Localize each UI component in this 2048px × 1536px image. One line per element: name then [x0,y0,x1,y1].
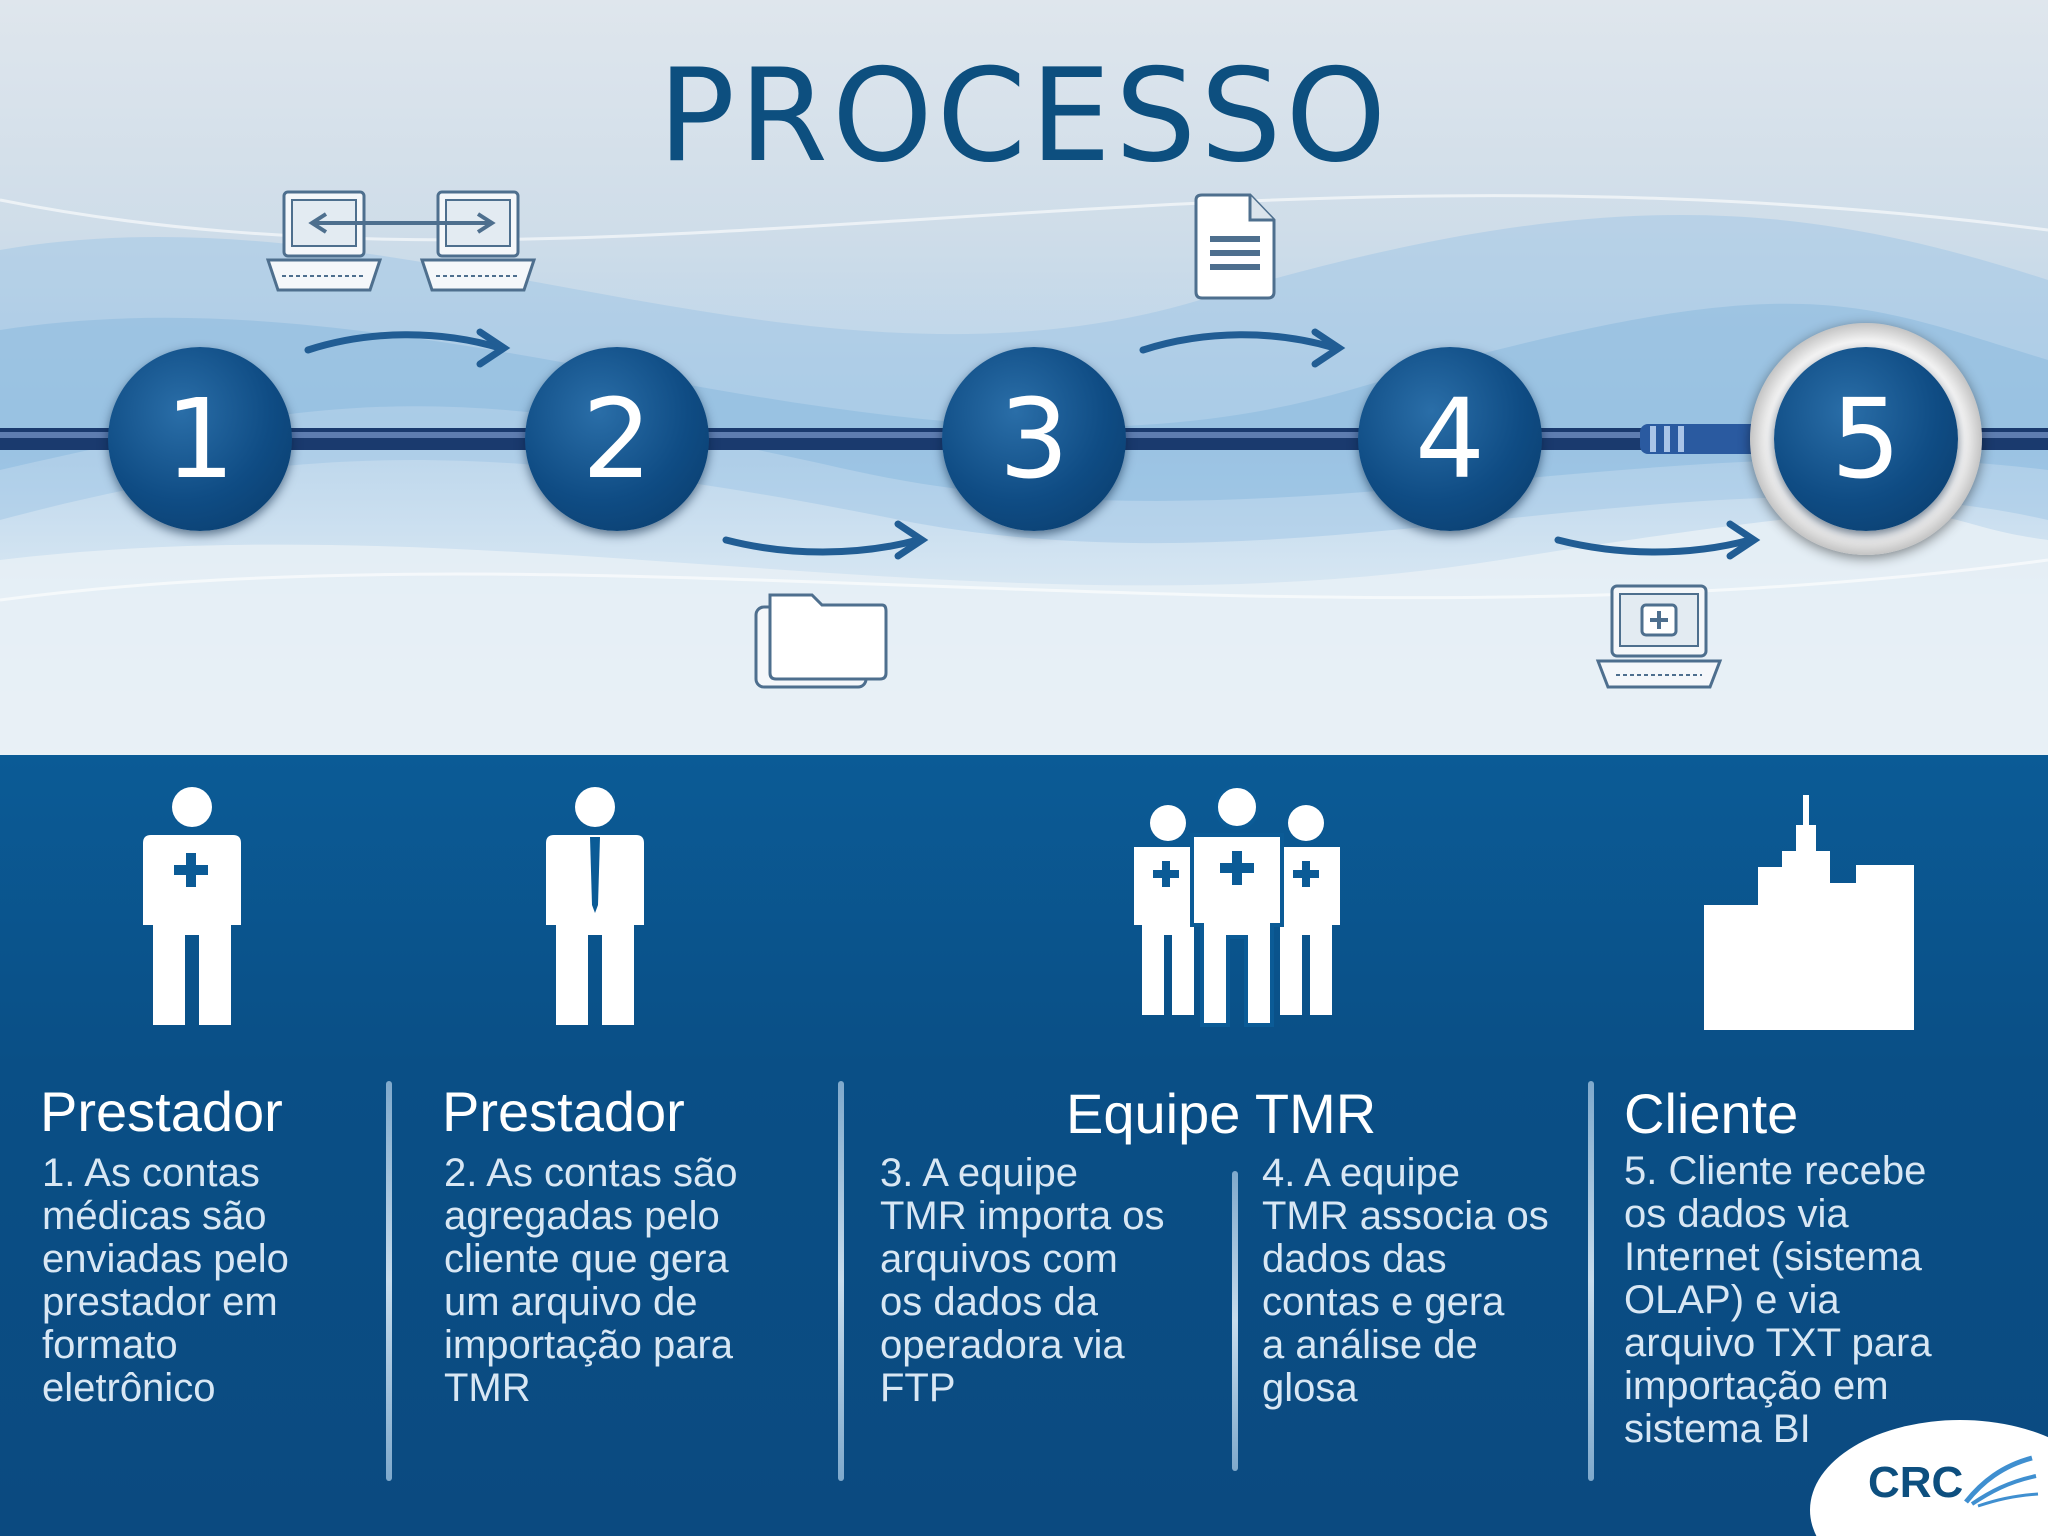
computers-exchange-icon [265,190,537,292]
column-3-heading: Equipe TMR [1066,1082,1377,1145]
column-1-description: 1. As contas médicas são enviadas pelo p… [42,1151,289,1410]
logo-swoosh-icon [1964,1455,2039,1508]
logo-text: CRC [1868,1458,1964,1507]
column-divider-4 [1588,1081,1594,1481]
arrow-1-2-icon [304,328,511,368]
column-divider-2 [838,1081,844,1481]
column-4-description: 4. A equipe TMR associa os dados das con… [1262,1151,1549,1410]
top-panel: PROCESSO 1 2 3 4 5 [0,0,2048,760]
medical-team-icon [1134,785,1340,1027]
bottom-panel: Prestador 1. As contas médicas são envia… [0,755,2048,1536]
arrow-4-5-icon [1554,520,1761,560]
column-divider-3 [1232,1171,1238,1471]
step-circle-3: 3 [942,347,1126,531]
step-circle-1: 1 [108,347,292,531]
arrow-3-4-icon [1139,328,1346,368]
step-circle-5: 5 [1774,347,1958,531]
column-1-heading: Prestador [40,1080,283,1143]
laptop-plus-icon [1595,584,1723,689]
column-2-description: 2. As contas são agregadas pelo cliente … [444,1151,738,1410]
arrow-2-3-icon [722,520,929,560]
businessman-icon [546,787,644,1025]
folder-icon [754,593,888,689]
column-5-description: 5. Cliente recebe os dados via Internet … [1624,1149,1932,1451]
document-icon [1194,193,1276,300]
step-circle-2: 2 [525,347,709,531]
column-2-heading: Prestador [442,1080,685,1143]
city-buildings-icon [1704,795,1914,1030]
doctor-icon [143,787,241,1025]
page-title: PROCESSO [657,42,1391,191]
column-divider-1 [386,1081,392,1481]
step-circle-4: 4 [1358,347,1542,531]
column-5-heading: Cliente [1624,1082,1799,1145]
column-3-description: 3. A equipe TMR importa os arquivos com … [880,1151,1165,1410]
